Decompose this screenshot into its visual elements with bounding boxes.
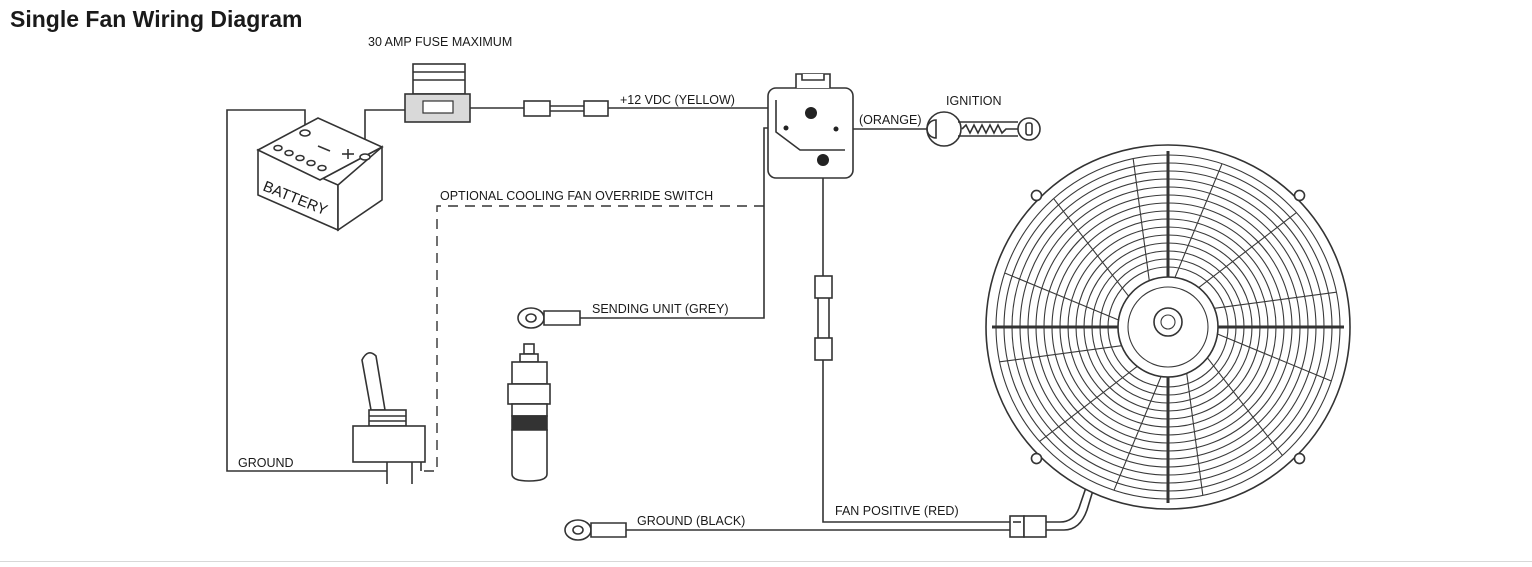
bottom-rule	[0, 561, 1532, 562]
fan-grille-spoke	[1186, 373, 1204, 496]
ground-wire	[226, 109, 387, 472]
page-title: Single Fan Wiring Diagram	[10, 6, 302, 32]
ground-label: GROUND	[238, 456, 294, 470]
cooling-fan	[985, 144, 1351, 510]
relay-terminal-ignition	[833, 126, 839, 132]
fan-grille-spoke	[1004, 272, 1119, 321]
ground-black-label: GROUND (BLACK)	[637, 514, 745, 528]
toggle-body	[352, 425, 426, 463]
relay	[767, 73, 854, 179]
fan-grille-spoke	[1198, 212, 1297, 289]
fan-grille-spoke	[1206, 357, 1283, 456]
fan-mount-tab	[1030, 452, 1043, 465]
fan-lead-wire	[1046, 469, 1093, 523]
override-dashed-wire	[421, 205, 764, 472]
ignition-key	[926, 111, 1041, 147]
positive-terminal	[359, 153, 371, 161]
toggle-lever	[361, 352, 386, 411]
ground-terminal	[564, 519, 627, 541]
override-switch-label: OPTIONAL COOLING FAN OVERRIDE SWITCH	[440, 189, 713, 203]
fan-grille-spoke	[1217, 333, 1332, 382]
sending-unit-label: SENDING UNIT (GREY)	[592, 302, 729, 316]
battery-positive-wire	[364, 109, 405, 152]
sensor-thread-band	[511, 415, 548, 431]
fan-mount-tab	[1293, 189, 1306, 202]
fuse-cap	[412, 63, 466, 95]
ignition-label: IGNITION	[946, 94, 1002, 108]
fan-hub	[1153, 307, 1183, 337]
temperature-sensor	[507, 343, 551, 482]
relay-terminal-power	[805, 107, 817, 119]
ignition-wire-label: (ORANGE)	[859, 113, 922, 127]
fan-grille-spoke	[999, 345, 1122, 363]
fan-grille-spoke	[1053, 198, 1130, 297]
sending-unit-terminal	[517, 307, 581, 329]
inline-fuse-red	[814, 275, 833, 361]
toggle-switch	[352, 352, 426, 484]
relay-terminal-sender	[783, 125, 789, 131]
fan-grille-spoke	[1039, 365, 1138, 442]
sending-unit-wire	[580, 127, 786, 319]
battery: BATTERY	[256, 117, 384, 232]
fan-lead-wire-2	[1046, 473, 1099, 531]
relay-terminal-fan	[817, 154, 829, 166]
negative-terminal	[299, 129, 311, 137]
fan-grille-spoke	[1174, 163, 1223, 278]
fan-grille-spoke	[1132, 158, 1150, 281]
fan-positive-label: FAN POSITIVE (RED)	[835, 504, 959, 518]
ignition-switch	[926, 111, 962, 147]
fan-connector	[1009, 515, 1047, 538]
red-wire-lower	[822, 360, 1010, 523]
fuse-label: 30 AMP FUSE MAXIMUM	[368, 35, 512, 49]
fan-mount-tab	[1030, 189, 1043, 202]
relay-body	[767, 87, 854, 179]
power-wire-label: +12 VDC (YELLOW)	[620, 93, 735, 107]
fan-mount-tab	[1293, 452, 1306, 465]
fan-grille-spoke	[1113, 376, 1162, 491]
fuse	[404, 63, 471, 123]
inline-fuse-connector	[523, 100, 609, 117]
fan-grille-spoke	[1214, 291, 1337, 309]
